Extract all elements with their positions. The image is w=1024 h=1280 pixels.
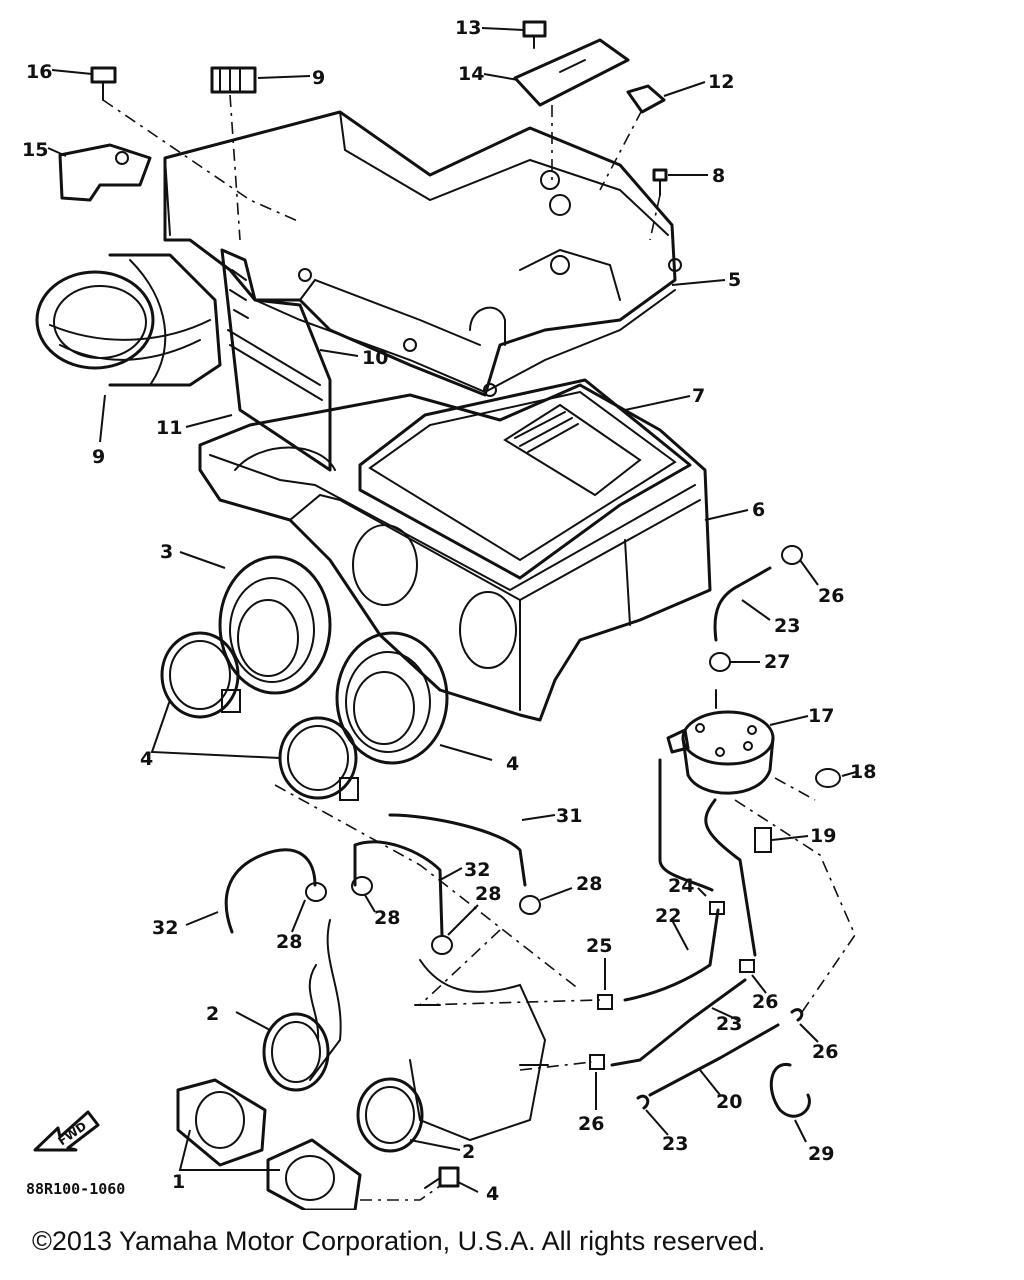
part-number-labels: 16 15 9 13 14 12 8 5 10 7 11 9 6 3 26 23… <box>22 17 876 1205</box>
cover-fasteners <box>513 20 668 196</box>
label-28-e: 28 <box>374 907 400 929</box>
label-5: 4 <box>140 748 153 770</box>
label-24: 22 <box>655 905 681 927</box>
carburetor-assembly <box>308 919 549 1142</box>
drawing-code: 88R100-1060 <box>26 1180 125 1198</box>
label-17: 15 <box>22 139 48 161</box>
label-4-bottom: 4 <box>506 753 519 775</box>
label-25: 23 <box>716 1013 742 1035</box>
label-16: 14 <box>458 63 484 85</box>
joint-clamps <box>160 631 359 801</box>
label-32: 32 <box>152 917 178 939</box>
intake-manifolds <box>176 1012 460 1210</box>
label-7: 6 <box>752 499 765 521</box>
label-11: 9 <box>312 67 325 89</box>
label-22: 20 <box>716 1091 742 1113</box>
label-18: 16 <box>26 61 52 83</box>
label-23-b: 23 <box>662 1133 688 1155</box>
label-26-d: 26 <box>578 1113 604 1135</box>
fuel-hoses <box>610 758 780 1097</box>
label-31: 32 <box>464 859 490 881</box>
label-28-a: 26 <box>818 585 844 607</box>
label-23-a: 26 <box>812 1041 838 1063</box>
label-28-d: 28 <box>475 883 501 905</box>
label-1: 1 <box>172 1171 185 1193</box>
label-28-b: 27 <box>764 651 790 673</box>
forward-arrow: FWD <box>33 1110 100 1152</box>
label-20: 18 <box>850 761 876 783</box>
label-9: 9 <box>92 446 105 468</box>
label-2-bottom: 2 <box>462 1141 475 1163</box>
assembly-centerlines <box>102 94 856 1201</box>
label-6: 5 <box>728 269 741 291</box>
label-27: 23 <box>774 615 800 637</box>
carburetor-joints <box>218 555 449 765</box>
air-filter-case <box>198 383 712 722</box>
air-filter-case-cover <box>163 110 682 397</box>
air-filter-element <box>358 378 692 580</box>
label-2-top: 2 <box>206 1003 219 1025</box>
label-28-f: 28 <box>276 931 302 953</box>
label-26-c: 26 <box>752 991 778 1013</box>
label-21: 19 <box>810 825 836 847</box>
small-clips <box>589 901 811 1118</box>
bracket-and-bolts-top-left <box>58 66 257 202</box>
label-28-c: 28 <box>576 873 602 895</box>
copyright-notice: ©2013 Yamaha Motor Corporation, U.S.A. A… <box>32 1226 766 1256</box>
label-4-top: 3 <box>160 541 173 563</box>
label-26-b: 25 <box>586 935 612 957</box>
label-10: 8 <box>712 165 725 187</box>
intake-duct <box>35 253 222 387</box>
hose-clips <box>305 545 803 955</box>
leader-lines <box>47 27 857 1193</box>
label-15: 13 <box>455 17 481 39</box>
exploded-parts-diagram: FWD <box>22 17 876 1210</box>
hoses-upper <box>224 566 772 937</box>
label-26-a: 24 <box>668 875 694 897</box>
label-19: 17 <box>808 705 834 727</box>
label-29: 29 <box>808 1143 834 1165</box>
label-13: 11 <box>156 417 182 439</box>
fuel-pump <box>666 689 841 853</box>
label-12: 10 <box>362 347 388 369</box>
label-8: 7 <box>692 385 705 407</box>
label-14: 12 <box>708 71 734 93</box>
label-30: 31 <box>556 805 582 827</box>
label-3: 4 <box>486 1183 499 1205</box>
case-side-panels <box>220 248 332 472</box>
